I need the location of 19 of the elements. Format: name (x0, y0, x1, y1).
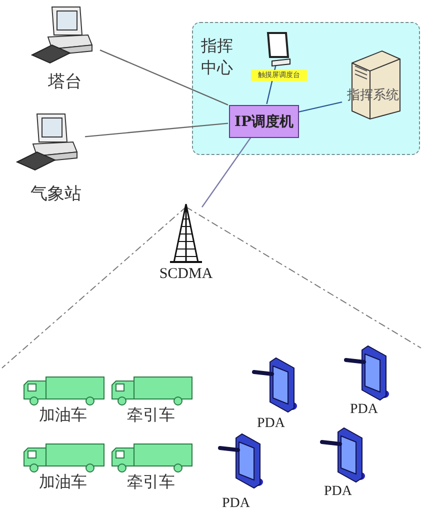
device-label: 加油车 (38, 472, 88, 492)
device-label: 牵引车 (126, 405, 176, 425)
device-label: SCDMA (158, 265, 214, 284)
connection-line (298, 101, 342, 113)
connection-line (202, 136, 252, 208)
device-label: 塔台 (47, 71, 83, 93)
command-center-panel (192, 22, 420, 155)
connection-line (266, 66, 276, 104)
device-label: 气象站 (30, 183, 82, 205)
device-label: 牵引车 (126, 472, 176, 492)
connection-line (100, 49, 228, 106)
dispatcher-box: IP调度机 (229, 105, 299, 138)
device-label: PDA (348, 401, 379, 419)
group-title: 指挥中心 (201, 35, 234, 79)
device-label: PDA (256, 415, 286, 433)
connection-line (84, 122, 228, 138)
device-label: 加油车 (38, 405, 88, 425)
device-label: PDA (220, 495, 251, 513)
device-label: PDA (322, 483, 353, 501)
